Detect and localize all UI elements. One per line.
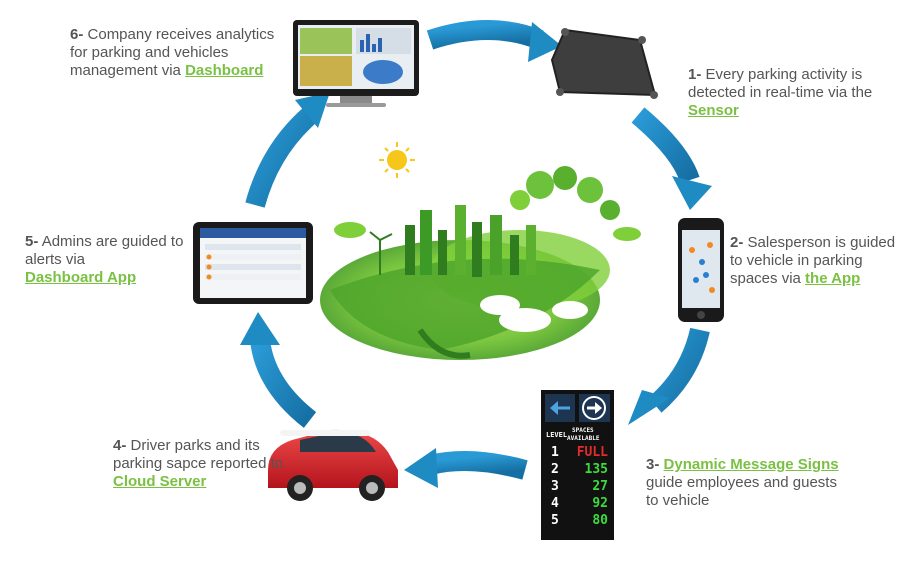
step-number: 6- <box>70 26 84 43</box>
sign-value-1: FULL <box>577 445 608 460</box>
sign-level-2: 2 <box>551 462 559 477</box>
arrow-dashboard-to-sensor <box>426 20 562 62</box>
sign-value-5: 80 <box>592 513 608 528</box>
step-number: 5- <box>25 233 39 250</box>
sign-level-label: LEVEL <box>546 431 567 439</box>
step-2-text: 2- Salesperson is guided to vehicle in p… <box>730 234 905 288</box>
sign-value-4: 92 <box>592 496 608 511</box>
tablet <box>193 222 313 304</box>
step-3-text: 3- Dynamic Message Signs guide employees… <box>646 456 846 510</box>
dashboard-link[interactable]: Dashboard <box>185 62 264 79</box>
sign-level-1: 1 <box>551 445 559 460</box>
step-1-text: 1- Every parking activity is detected in… <box>688 66 913 120</box>
sensor-link[interactable]: Sensor <box>688 102 739 119</box>
arrow-right-circle-icon <box>582 396 606 420</box>
dashboard-monitor <box>293 20 419 107</box>
sign-level-5: 5 <box>551 513 559 528</box>
step-description: Company receives analytics for parking a… <box>70 26 275 79</box>
step-description: Every parking activity is detected in re… <box>688 66 873 101</box>
sign-available-label: AVAILABLE <box>567 435 600 442</box>
sign-level-4: 4 <box>551 496 559 511</box>
step-5-text: 5- Admins are guided to alerts via Dashb… <box>25 233 205 287</box>
sign-value-2: 135 <box>585 462 608 477</box>
step-4-text: 4- Driver parks and its parking sapce re… <box>113 437 288 491</box>
step-description: guide employees and guests to vehicle <box>646 474 837 509</box>
sun-icon <box>379 142 415 178</box>
sign-spaces-label: SPACES <box>572 427 594 434</box>
sign-level-3: 3 <box>551 479 559 494</box>
red-car <box>268 429 398 501</box>
step-number: 4- <box>113 437 127 454</box>
cloud-server-link[interactable]: Cloud Server <box>113 473 207 490</box>
the-app-link[interactable]: the App <box>805 270 861 287</box>
step-number: 3- <box>646 456 660 473</box>
green-city-illustration <box>320 166 641 360</box>
sign-value-3: 27 <box>592 479 608 494</box>
sensor-pad <box>550 28 658 99</box>
dashboard-app-link[interactable]: Dashboard App <box>25 269 137 286</box>
step-description: Admins are guided to alerts via <box>25 233 184 268</box>
arrow-car-to-tablet <box>240 312 317 428</box>
arrow-sensor-to-app <box>631 107 712 210</box>
arrow-signs-to-car <box>404 448 528 488</box>
arrow-tablet-to-dashboard <box>245 92 330 208</box>
step-description: Driver parks and its parking sapce repor… <box>113 437 284 472</box>
step-number: 2- <box>730 234 744 251</box>
arrow-left-icon <box>550 401 570 415</box>
step-6-text: 6- Company receives analytics for parkin… <box>70 26 285 80</box>
dynamic-message-signs-link[interactable]: Dynamic Message Signs <box>663 456 839 473</box>
step-number: 1- <box>688 66 702 83</box>
dynamic-message-sign: LEVEL SPACES AVAILABLE 1 FULL 2 135 3 27 4 92 5 8… <box>541 390 614 540</box>
step-description: Salesperson is guided to vehicle in park… <box>730 234 896 287</box>
arrow-app-to-signs <box>628 327 710 425</box>
smartphone <box>678 218 724 322</box>
